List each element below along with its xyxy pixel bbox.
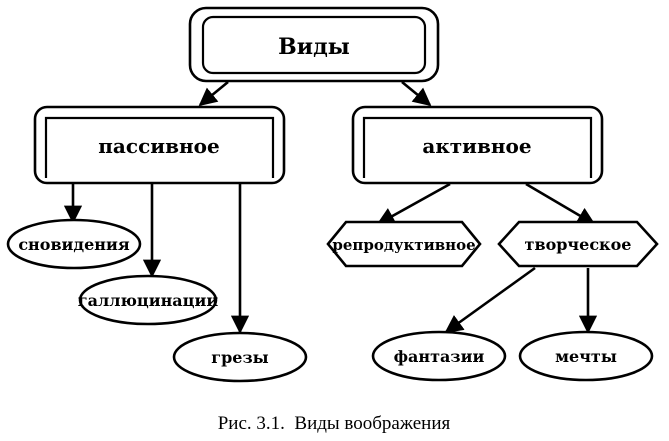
node-root: Виды bbox=[188, 6, 440, 83]
node-wishes: мечты bbox=[518, 330, 654, 382]
node-passive-label: пассивное bbox=[98, 134, 219, 158]
node-reproductive-label: репродуктивное bbox=[332, 236, 475, 254]
node-passive-inner-frame bbox=[44, 116, 275, 178]
node-dreams-sleep: сновидения bbox=[6, 218, 142, 270]
node-passive: пассивное bbox=[33, 105, 286, 185]
node-active: активное bbox=[351, 105, 604, 185]
node-fantasies-label: фантазии bbox=[394, 347, 485, 366]
node-fantasies: фантазии bbox=[371, 330, 507, 382]
node-reveries: грезы bbox=[172, 331, 308, 383]
edge-active-reproductive bbox=[376, 182, 451, 226]
node-reveries-label: грезы bbox=[211, 348, 268, 367]
node-creative: творческое bbox=[497, 220, 659, 268]
node-hallucinations-label: галлюцинации bbox=[78, 291, 219, 310]
node-hallucinations: галлюцинации bbox=[78, 274, 219, 326]
figure-caption: Рис. 3.1. Виды воображения bbox=[218, 413, 451, 434]
node-active-label: активное bbox=[422, 134, 531, 158]
edge-root-passive bbox=[198, 80, 229, 107]
edge-active-creative bbox=[525, 182, 596, 226]
node-active-inner-frame bbox=[362, 116, 593, 178]
node-reproductive: репродуктивное bbox=[326, 220, 482, 268]
edge-root-active bbox=[401, 80, 432, 107]
node-creative-label: творческое bbox=[525, 235, 632, 254]
edge-creative-fantasies bbox=[444, 266, 536, 334]
node-wishes-label: мечты bbox=[555, 347, 617, 366]
node-dreams-sleep-label: сновидения bbox=[18, 235, 130, 254]
node-root-label: Виды bbox=[278, 34, 350, 60]
